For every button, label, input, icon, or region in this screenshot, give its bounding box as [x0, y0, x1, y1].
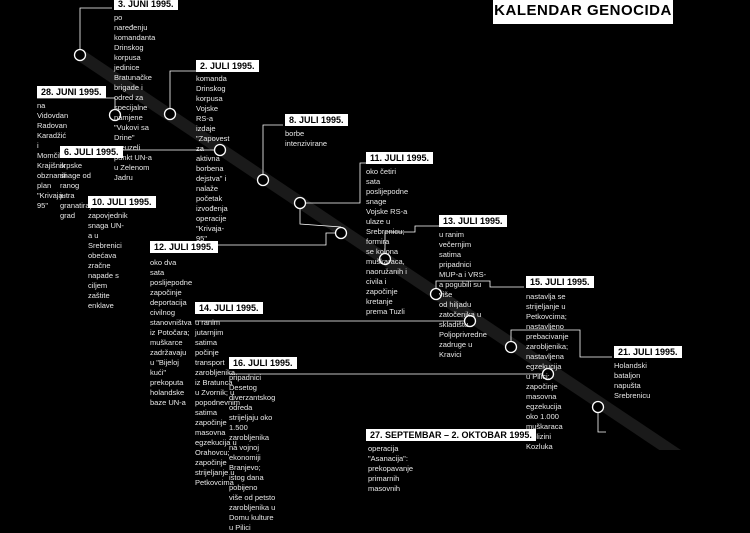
event-description: u ranim večernjim satima pripadnici MUP-… [439, 230, 487, 359]
event-description: borbe intenzivirane [285, 129, 328, 148]
timeline-node [429, 287, 443, 301]
event-description: oko četiri sata poslijepodne snage Vojsk… [366, 167, 409, 316]
event-description: operacija "Asanacija": prekopavanje prim… [368, 444, 414, 493]
event-description: Holandski bataljon napušta Srebrenicu [614, 361, 651, 400]
connector-line [169, 70, 196, 108]
timeline-node [256, 173, 270, 187]
event-date-tag: 6. JULI 1995. [60, 146, 123, 158]
timeline-node [504, 340, 518, 354]
event-date-tag: 13. JULI 1995. [439, 215, 507, 227]
event-description: oko dva sata poslijepodne započinje depo… [150, 258, 193, 407]
timeline-graphic [37, 7, 681, 450]
event-date-tag: 12. JULI 1995. [150, 241, 218, 253]
timeline-node [108, 108, 122, 122]
timeline-node [591, 400, 605, 414]
event-date-tag: 15. JULI 1995. [526, 276, 594, 288]
connector-line [306, 162, 366, 204]
connector-line [384, 225, 439, 253]
event-date-tag: 11. JULI 1995. [366, 152, 434, 164]
event-date-tag: 21. JULI 1995. [614, 346, 682, 358]
connector-line [510, 329, 612, 358]
timeline-node [213, 143, 227, 157]
event-date-tag: 8. JULI 1995. [285, 114, 348, 126]
timeline-node [73, 48, 87, 62]
connector-line [262, 124, 283, 174]
connector-line [79, 7, 112, 49]
event-description: komanda Drinskog korpusa Vojske RS-a izd… [196, 74, 230, 243]
event-date-tag: 14. JULI 1995. [195, 302, 263, 314]
event-date-tag: 2. JULI 1995. [196, 60, 259, 72]
event-date-tag: 10. JULI 1995. [88, 196, 156, 208]
event-description: nastavlja se strijeljanje u Petkovcima; … [526, 292, 569, 451]
connector-line [299, 209, 342, 228]
timeline-node [293, 196, 307, 210]
event-description: srpske snage od ranog jutra granatiraju … [60, 161, 96, 220]
event-date-tag: 3. JUNI 1995. [114, 0, 178, 10]
event-description: po naređenju komandanta Drinskog korpusa… [114, 13, 156, 182]
timeline-node [334, 226, 348, 240]
timeline-node [463, 314, 477, 328]
timeline-node [541, 367, 555, 381]
event-description: pripadnici Desetog diverzantskog odreda … [229, 373, 276, 532]
page-title: KALENDAR GENOCIDA [493, 0, 673, 24]
connector-line [150, 232, 336, 246]
node-group [73, 48, 605, 414]
event-date-tag: 28. JUNI 1995. [37, 86, 106, 98]
connector-line [435, 280, 524, 288]
timeline-node [163, 107, 177, 121]
event-date-tag: 27. SEPTEMBAR – 2. OKTOBAR 1995. [366, 429, 536, 441]
event-description: zapovjednik snaga UN-a u Srebrenici obeć… [88, 211, 128, 310]
event-description: na Vidovdan Radovan Karadžić i Momčilo K… [37, 101, 69, 210]
event-date-tag: 16. JULI 1995. [229, 357, 297, 369]
connector-line [37, 97, 116, 109]
timeline-node [378, 252, 392, 266]
connector-group [37, 7, 612, 433]
